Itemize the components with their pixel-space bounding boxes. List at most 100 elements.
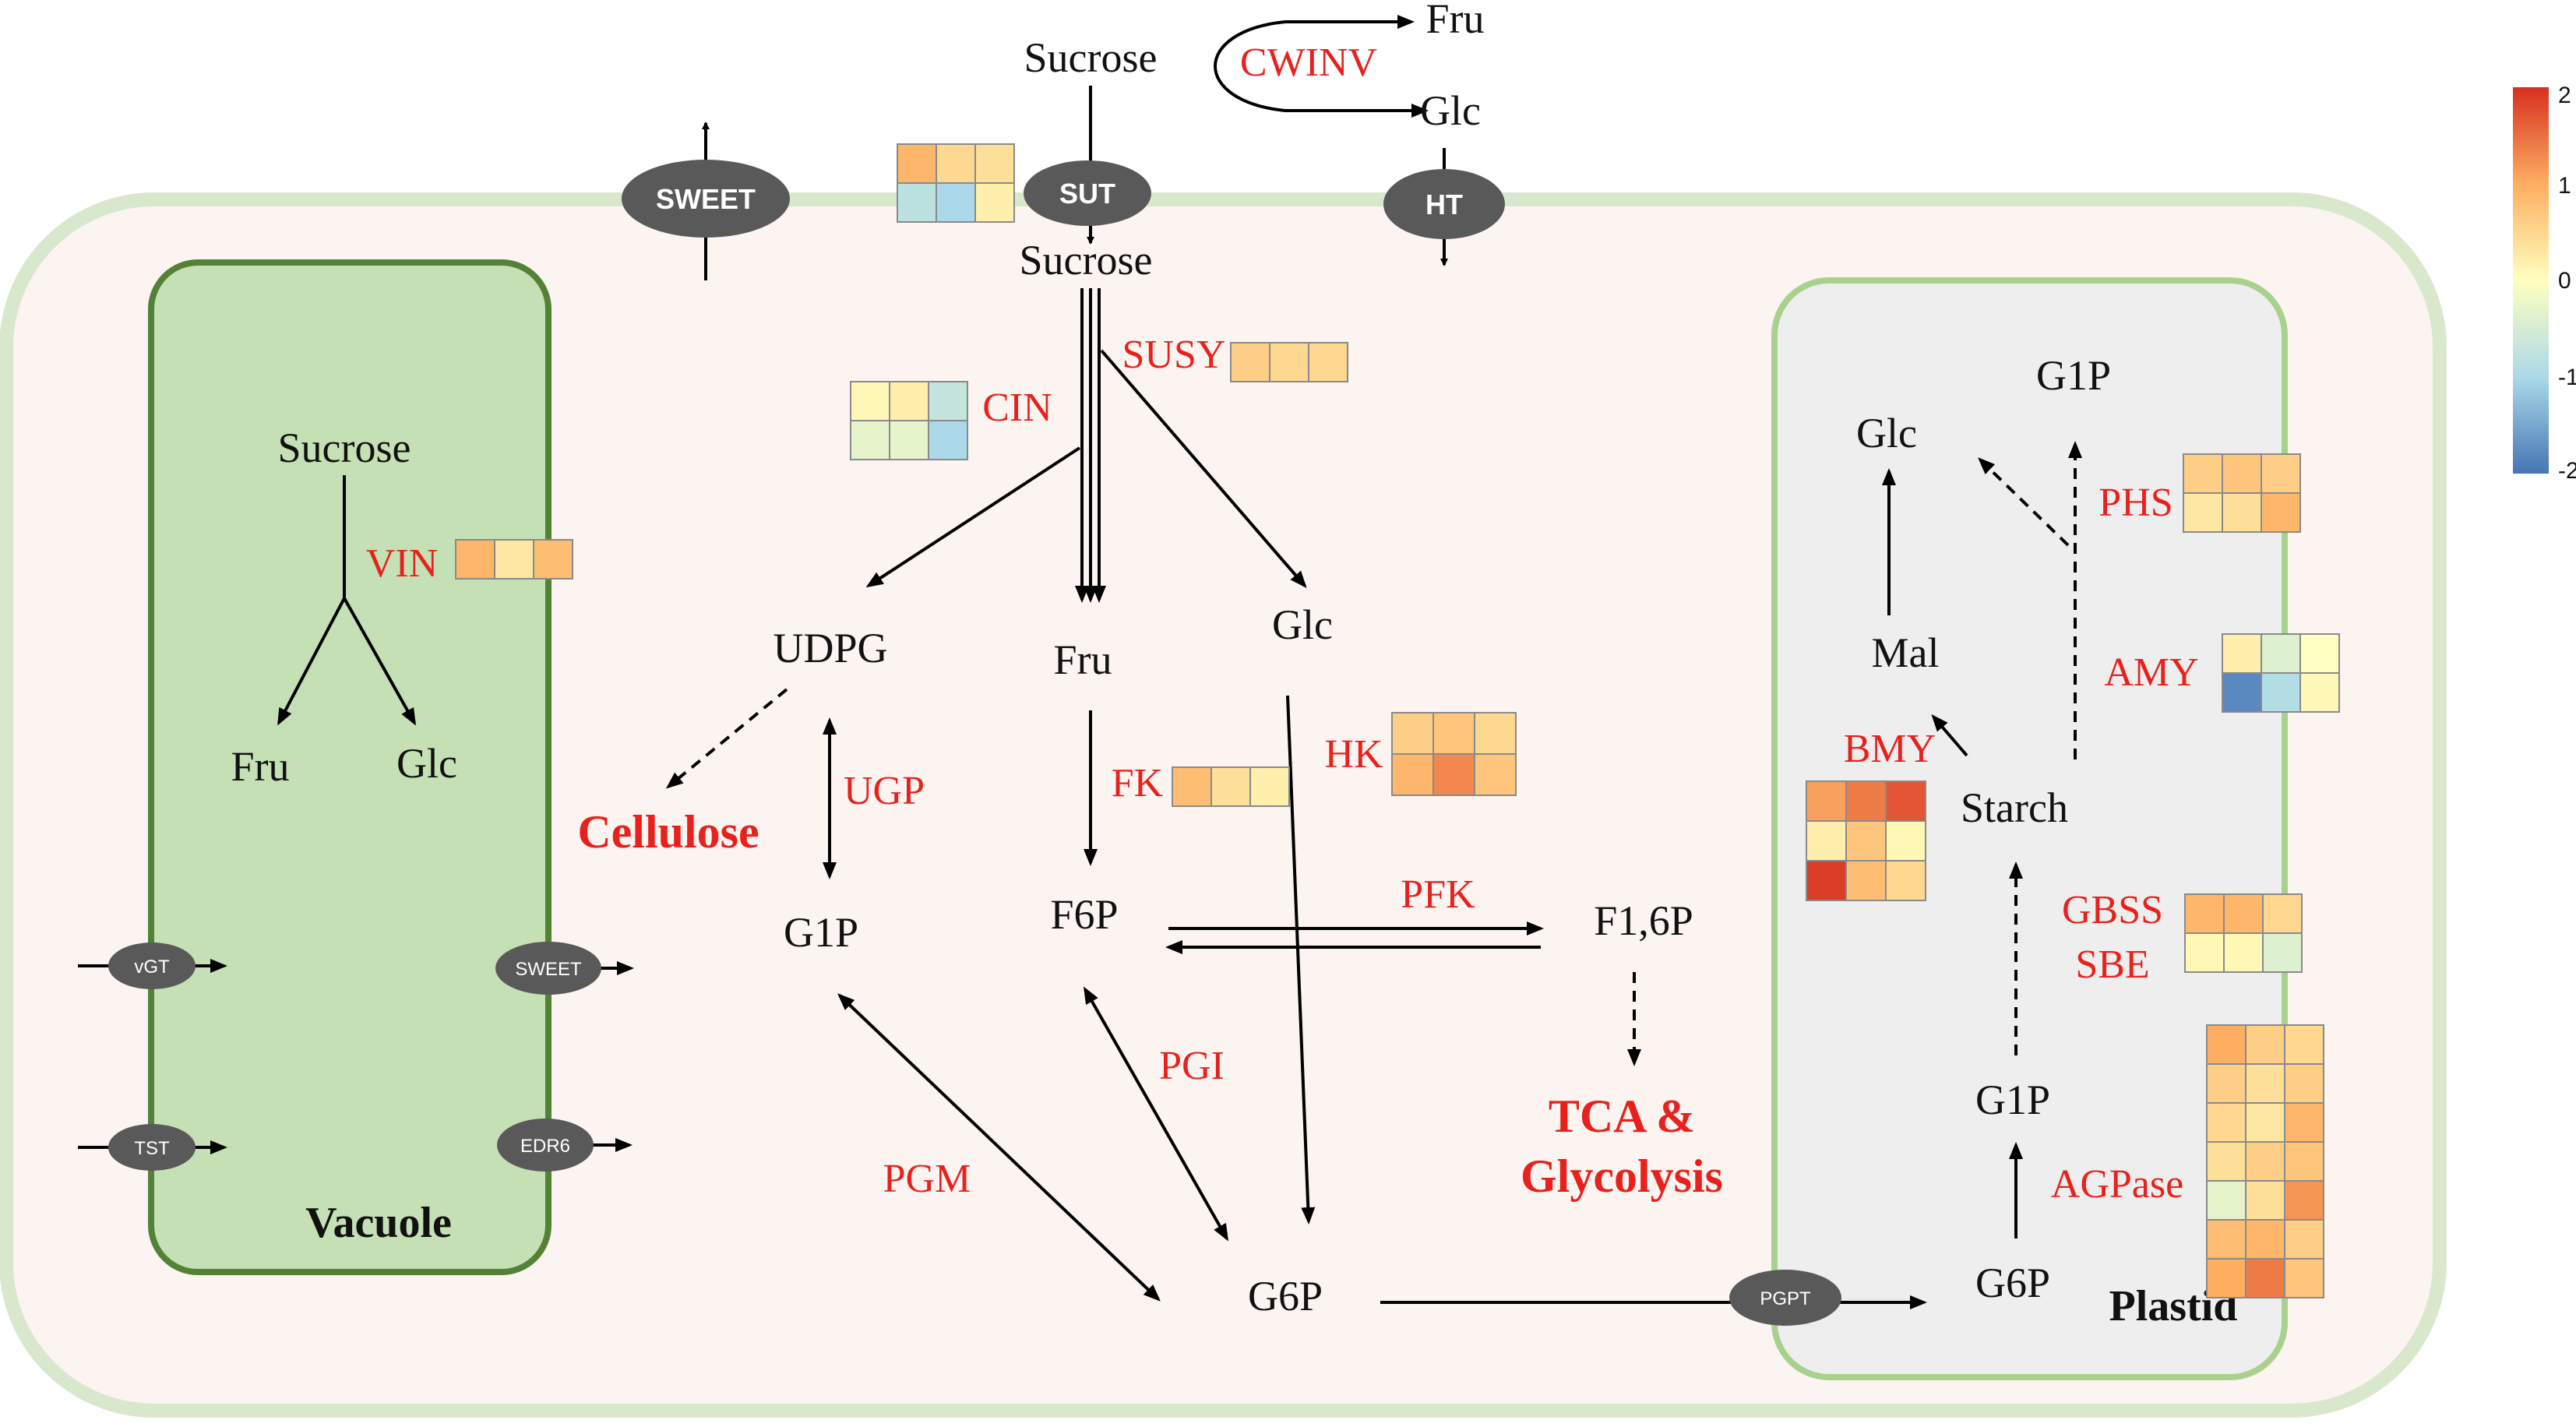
heatmap-cell-vin-0-1 <box>494 539 534 580</box>
heatmap-cin <box>850 381 968 460</box>
heatmap-cell-cin-0-0 <box>850 381 890 421</box>
arrow-pgm <box>837 993 1161 1302</box>
vacuole-label: Vacuole <box>305 1199 452 1247</box>
heatmap-phs <box>2183 453 2301 533</box>
enzyme-susy: SUSY <box>1122 333 1226 377</box>
heatmap-cell-agpase-0-0 <box>2206 1024 2247 1065</box>
heatmap-cell-agpase-0-1 <box>2245 1024 2285 1065</box>
heatmap-cell-sut-1-1 <box>936 182 976 223</box>
heatmap-cell-agpase-1-2 <box>2284 1063 2324 1104</box>
metabolite-g1p-cytosol: G1P <box>784 909 858 956</box>
heatmap-cell-agpase-3-1 <box>2245 1141 2285 1182</box>
metabolite-sucrose-cytosol: Sucrose <box>1020 237 1153 284</box>
edr6-transporter <box>497 1119 594 1172</box>
heatmap-cell-bmy-2-1 <box>1845 860 1887 901</box>
metabolite-f16p: F1,6P <box>1594 897 1693 944</box>
product-cellulose: Cellulose <box>577 806 759 858</box>
transporters: SWEET SUT HT vGT TST SWEET EDR6 PGPT <box>108 160 1841 1326</box>
metabolite-glc-apoplast: Glc <box>1420 87 1481 134</box>
arrow-udpg-cellulose <box>665 688 788 789</box>
arrow-phs-glc <box>1978 457 2070 547</box>
heatmap-cell-amy-1-0 <box>2222 672 2262 713</box>
metabolite-fru-cytosol: Fru <box>1053 636 1112 683</box>
enzyme-pgm: PGM <box>883 1157 971 1201</box>
enzyme-phs: PHS <box>2099 481 2173 525</box>
heatmap-cell-cin-0-1 <box>889 381 929 421</box>
heatmap-cell-gbss-0-1 <box>2223 893 2264 934</box>
colorbar-tick-0: 0 <box>2558 268 2571 294</box>
metabolite-g6p-cytosol: G6P <box>1248 1273 1323 1320</box>
plastid-compartment <box>1771 277 2288 1380</box>
heatmap-cell-vin-0-0 <box>455 539 495 580</box>
heatmap-cell-agpase-2-0 <box>2206 1102 2247 1143</box>
heatmap-cell-phs-1-0 <box>2183 492 2223 533</box>
heatmap-cell-phs-0-0 <box>2183 453 2223 494</box>
heatmap-cell-hk-1-2 <box>1474 753 1517 796</box>
metabolite-starch: Starch <box>1961 784 2068 831</box>
heatmap-cell-gbss-0-0 <box>2184 893 2225 934</box>
heatmap-cell-sut-0-2 <box>974 143 1015 184</box>
heatmap-cell-agpase-6-0 <box>2206 1258 2247 1298</box>
heatmap-cell-hk-0-1 <box>1432 712 1475 755</box>
heatmap-cell-susy-0-1 <box>1269 342 1309 382</box>
heatmap-cell-cin-1-0 <box>850 420 890 460</box>
colorbar-tick-min: -2 <box>2558 458 2576 484</box>
metabolite-udpg: UDPG <box>773 625 887 671</box>
enzymes: CWINV SUSY CIN VIN UGP FK HK PFK PGI PGM… <box>366 41 2199 1207</box>
colorbar-tick-1: 1 <box>2558 173 2571 199</box>
heatmap-cell-agpase-5-0 <box>2206 1219 2247 1260</box>
heatmap-cell-cin-0-2 <box>928 381 968 421</box>
heatmap-cell-gbss-1-1 <box>2223 932 2264 973</box>
heatmap-cell-bmy-0-2 <box>1885 780 1926 822</box>
enzyme-cwinv: CWINV <box>1240 41 1377 85</box>
heatmap-cell-cin-1-1 <box>889 420 929 460</box>
product-tca-line1: TCA & <box>1549 1091 1695 1142</box>
heatmap-cell-bmy-1-2 <box>1885 820 1926 861</box>
heatmap-cell-agpase-1-0 <box>2206 1063 2247 1104</box>
heatmap-gbss-sbe <box>2184 893 2303 973</box>
heatmap-cell-hk-1-0 <box>1391 753 1434 796</box>
metabolite-glc-vacuole: Glc <box>396 740 457 787</box>
heatmap-cell-susy-0-0 <box>1230 342 1270 382</box>
metabolite-sucrose-vacuole: Sucrose <box>278 425 411 471</box>
heatmap-cell-amy-0-1 <box>2261 633 2301 674</box>
heatmap-vin <box>455 539 573 580</box>
enzyme-cin: CIN <box>982 386 1052 430</box>
enzyme-gbss: GBSS <box>2062 888 2163 932</box>
heatmap-cell-fk-0-2 <box>1249 766 1290 807</box>
heatmap-susy <box>1230 342 1348 382</box>
heatmap-cell-gbss-1-0 <box>2184 932 2225 973</box>
heatmap-cell-sut-0-1 <box>936 143 976 184</box>
enzyme-agpase: AGPase <box>2051 1162 2183 1207</box>
pgpt-label: PGPT <box>1760 1288 1811 1309</box>
metabolite-mal: Mal <box>1872 629 1940 676</box>
heatmap-cell-agpase-4-2 <box>2284 1180 2324 1221</box>
heatmap-cell-agpase-1-1 <box>2245 1063 2285 1104</box>
heatmap-cell-hk-0-0 <box>1391 712 1434 755</box>
heatmap-cell-bmy-2-2 <box>1885 860 1926 901</box>
vgt-label: vGT <box>134 957 170 978</box>
heatmap-cell-gbss-1-2 <box>2262 932 2303 973</box>
arrow-cwinv-glc <box>1214 20 1429 118</box>
sut-transporter <box>1024 160 1151 226</box>
heatmap-cell-agpase-6-2 <box>2284 1258 2324 1298</box>
metabolite-glc-cytosol: Glc <box>1272 601 1333 648</box>
metabolite-sucrose-apoplast: Sucrose <box>1024 34 1158 81</box>
enzyme-hk: HK <box>1324 732 1383 777</box>
ht-label: HT <box>1425 189 1463 220</box>
heatmap-cell-bmy-1-0 <box>1806 820 1847 861</box>
tst-label: TST <box>134 1138 170 1159</box>
arrow-vin-glc <box>343 597 416 726</box>
heatmap-cell-agpase-5-1 <box>2245 1219 2285 1260</box>
heatmap-cell-agpase-4-0 <box>2206 1180 2247 1221</box>
arrow-pgi <box>1084 986 1228 1242</box>
sweet-transporter-pm <box>622 160 790 238</box>
heatmap-cell-amy-1-2 <box>2299 672 2340 713</box>
heatmap-agpase <box>2206 1024 2324 1298</box>
arrow-bmy <box>1931 714 1968 757</box>
sweet-vac-label: SWEET <box>515 959 582 980</box>
heatmap-cell-fk-0-0 <box>1172 766 1212 807</box>
enzyme-bmy: BMY <box>1844 727 1936 771</box>
